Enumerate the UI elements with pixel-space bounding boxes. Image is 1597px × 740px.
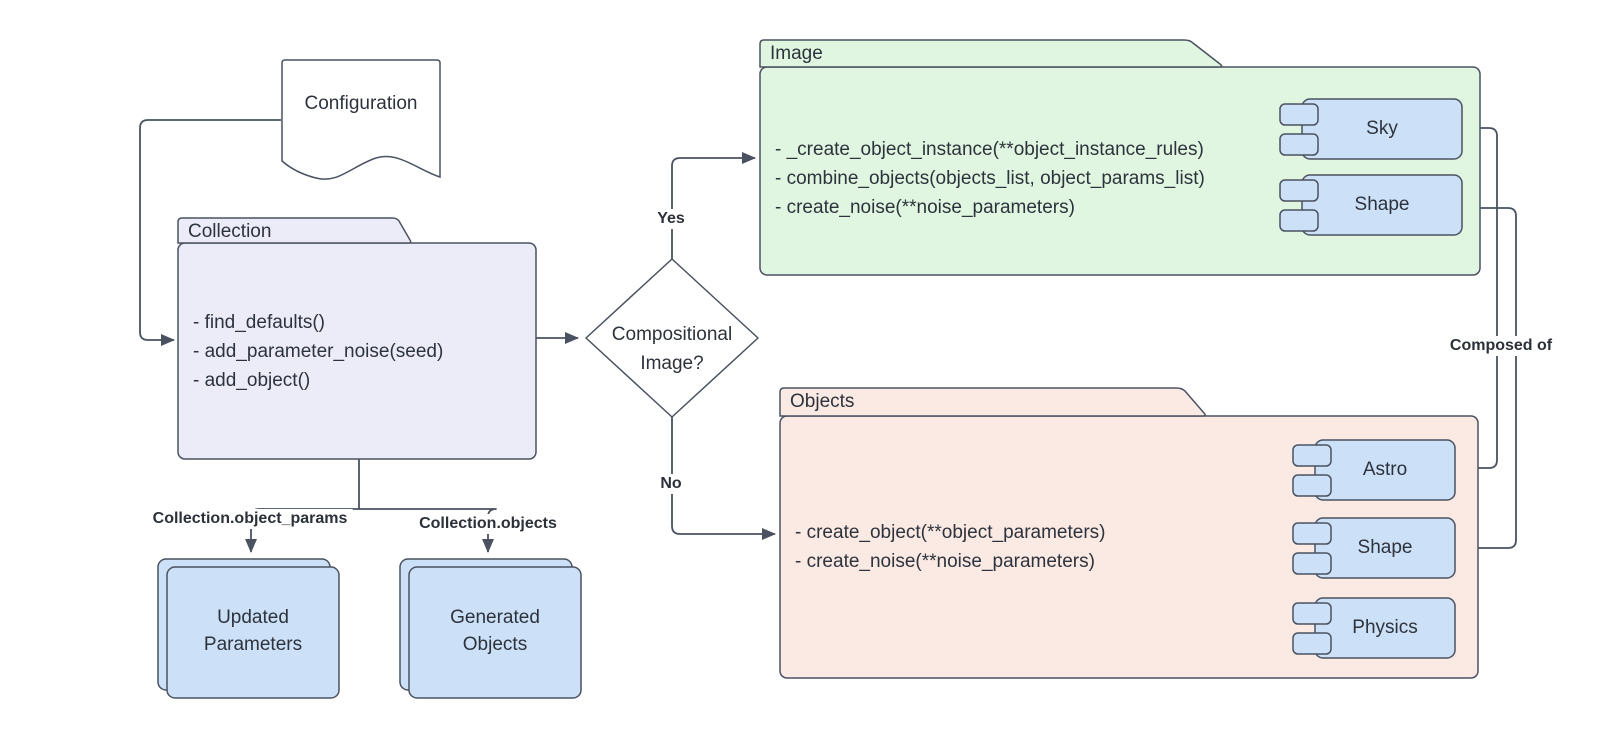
- component-physics-label: Physics: [1352, 617, 1418, 638]
- objects-methods: - create_object(**object_parameters) - c…: [795, 518, 1106, 576]
- component-shape-objects-label: Shape: [1357, 537, 1413, 558]
- updated-parameters-label: Updated Parameters: [203, 607, 303, 655]
- image-method: - _create_object_instance(**object_insta…: [775, 139, 1204, 160]
- image-methods: - _create_object_instance(**object_insta…: [775, 135, 1205, 222]
- generated-objects-label: Generated Objects: [450, 607, 540, 655]
- component-shape-image-shape: [1279, 174, 1463, 236]
- collection-method: - add_object(): [193, 370, 311, 391]
- configuration-document-shape: [281, 59, 441, 180]
- collection-folder: [177, 217, 537, 460]
- edge-decision-yes-to-image: [671, 152, 756, 259]
- edge-label-composed-of: Composed of: [1444, 336, 1558, 356]
- component-astro-shape: [1292, 439, 1456, 501]
- generated-objects-stack-shape: [399, 558, 582, 699]
- component-sky-label: Sky: [1366, 118, 1398, 139]
- objects-folder-title: Objects: [790, 391, 855, 412]
- decision-label: Compositional Image?: [611, 324, 733, 374]
- edge-configuration-to-collection: [139, 119, 281, 346]
- component-sky-shape: [1279, 98, 1463, 160]
- edge-shape-to-shape: [1458, 207, 1517, 554]
- component-physics-shape: [1292, 597, 1456, 659]
- decision-diamond-shape: [585, 258, 759, 418]
- component-shape-image-label: Shape: [1354, 194, 1410, 215]
- image-method: - create_noise(**noise_parameters): [775, 197, 1075, 218]
- component-shape-objects-shape: [1292, 517, 1456, 579]
- edge-label-no: No: [655, 474, 687, 494]
- edge-label-yes: Yes: [652, 209, 690, 229]
- image-folder-title: Image: [770, 43, 823, 64]
- configuration-label: Configuration: [304, 93, 418, 114]
- edge-label-collection-objects: Collection.objects: [414, 514, 562, 534]
- edge-label-collection-object-params: Collection.object_params: [147, 509, 353, 529]
- edge-sky-to-astro: [1460, 127, 1498, 474]
- collection-method: - find_defaults(): [193, 312, 326, 333]
- edge-decision-no-to-objects: [671, 417, 776, 540]
- objects-method: - create_object(**object_parameters): [795, 522, 1106, 543]
- collection-methods: - find_defaults() - add_parameter_noise(…: [193, 308, 443, 395]
- collection-title: Collection: [188, 221, 272, 242]
- image-method: - combine_objects(objects_list, object_p…: [775, 168, 1205, 189]
- objects-method: - create_noise(**noise_parameters): [795, 551, 1095, 572]
- updated-parameters-stack-shape: [157, 558, 340, 699]
- component-astro-label: Astro: [1362, 459, 1408, 480]
- collection-method: - add_parameter_noise(seed): [193, 341, 444, 362]
